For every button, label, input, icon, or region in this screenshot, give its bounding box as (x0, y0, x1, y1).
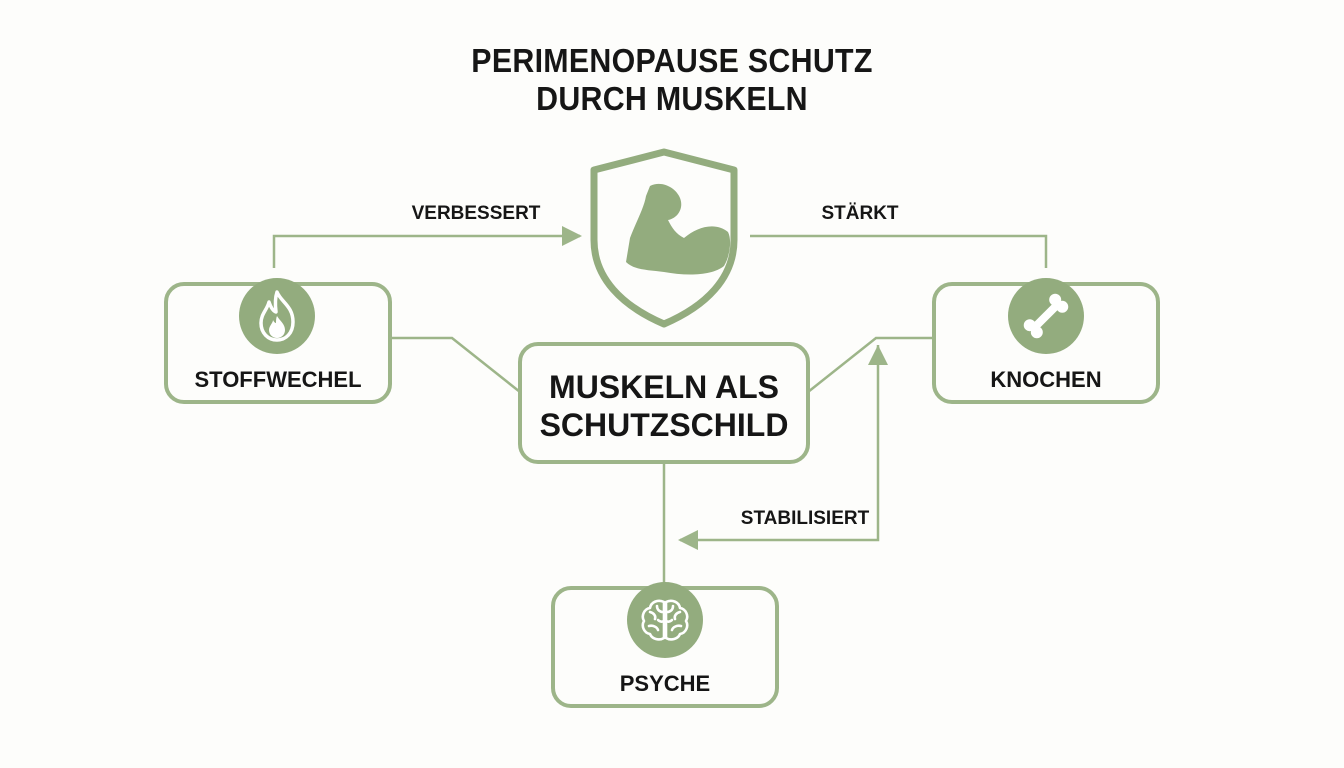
flame-icon (259, 290, 295, 342)
edge-label-stabilisiert: STABILISIERT (740, 508, 870, 529)
connector-stabilisiert (678, 345, 880, 550)
node-psyche-label: PSYCHE (619, 671, 711, 696)
connector-verbessert (272, 226, 582, 268)
node-stoffwechel-icon-circle (239, 278, 315, 354)
center-node-box (518, 342, 810, 464)
bone-icon (1023, 293, 1069, 339)
page-title: PERIMENOPAUSE SCHUTZ DURCH MUSKELN (54, 42, 1290, 118)
node-psyche-icon-circle (627, 582, 703, 658)
center-node-line-2: SCHUTZSCHILD (539, 407, 789, 443)
connector-center-knochen (807, 336, 934, 393)
node-knochen-label: KNOCHEN (990, 367, 1102, 392)
connector-staerkt (750, 234, 1048, 268)
node-stoffwechel-label: STOFFWECHEL (194, 367, 362, 392)
page-title-line-2: DURCH MUSKELN (536, 80, 808, 117)
brain-icon (641, 599, 689, 641)
edge-label-verbessert: VERBESSERT (411, 203, 541, 224)
connector-stoffwechel-center (392, 336, 521, 393)
node-stoffwechel-box (164, 282, 392, 404)
shield-flexed-arm-icon (590, 148, 738, 328)
center-node-label: MUSKELN ALS SCHUTZSCHILD (518, 368, 810, 444)
page-title-line-1: PERIMENOPAUSE SCHUTZ (471, 42, 873, 79)
node-knochen-icon-circle (1008, 278, 1084, 354)
center-node-line-1: MUSKELN ALS (549, 369, 779, 405)
edge-label-staerkt: STÄRKT (821, 203, 899, 224)
